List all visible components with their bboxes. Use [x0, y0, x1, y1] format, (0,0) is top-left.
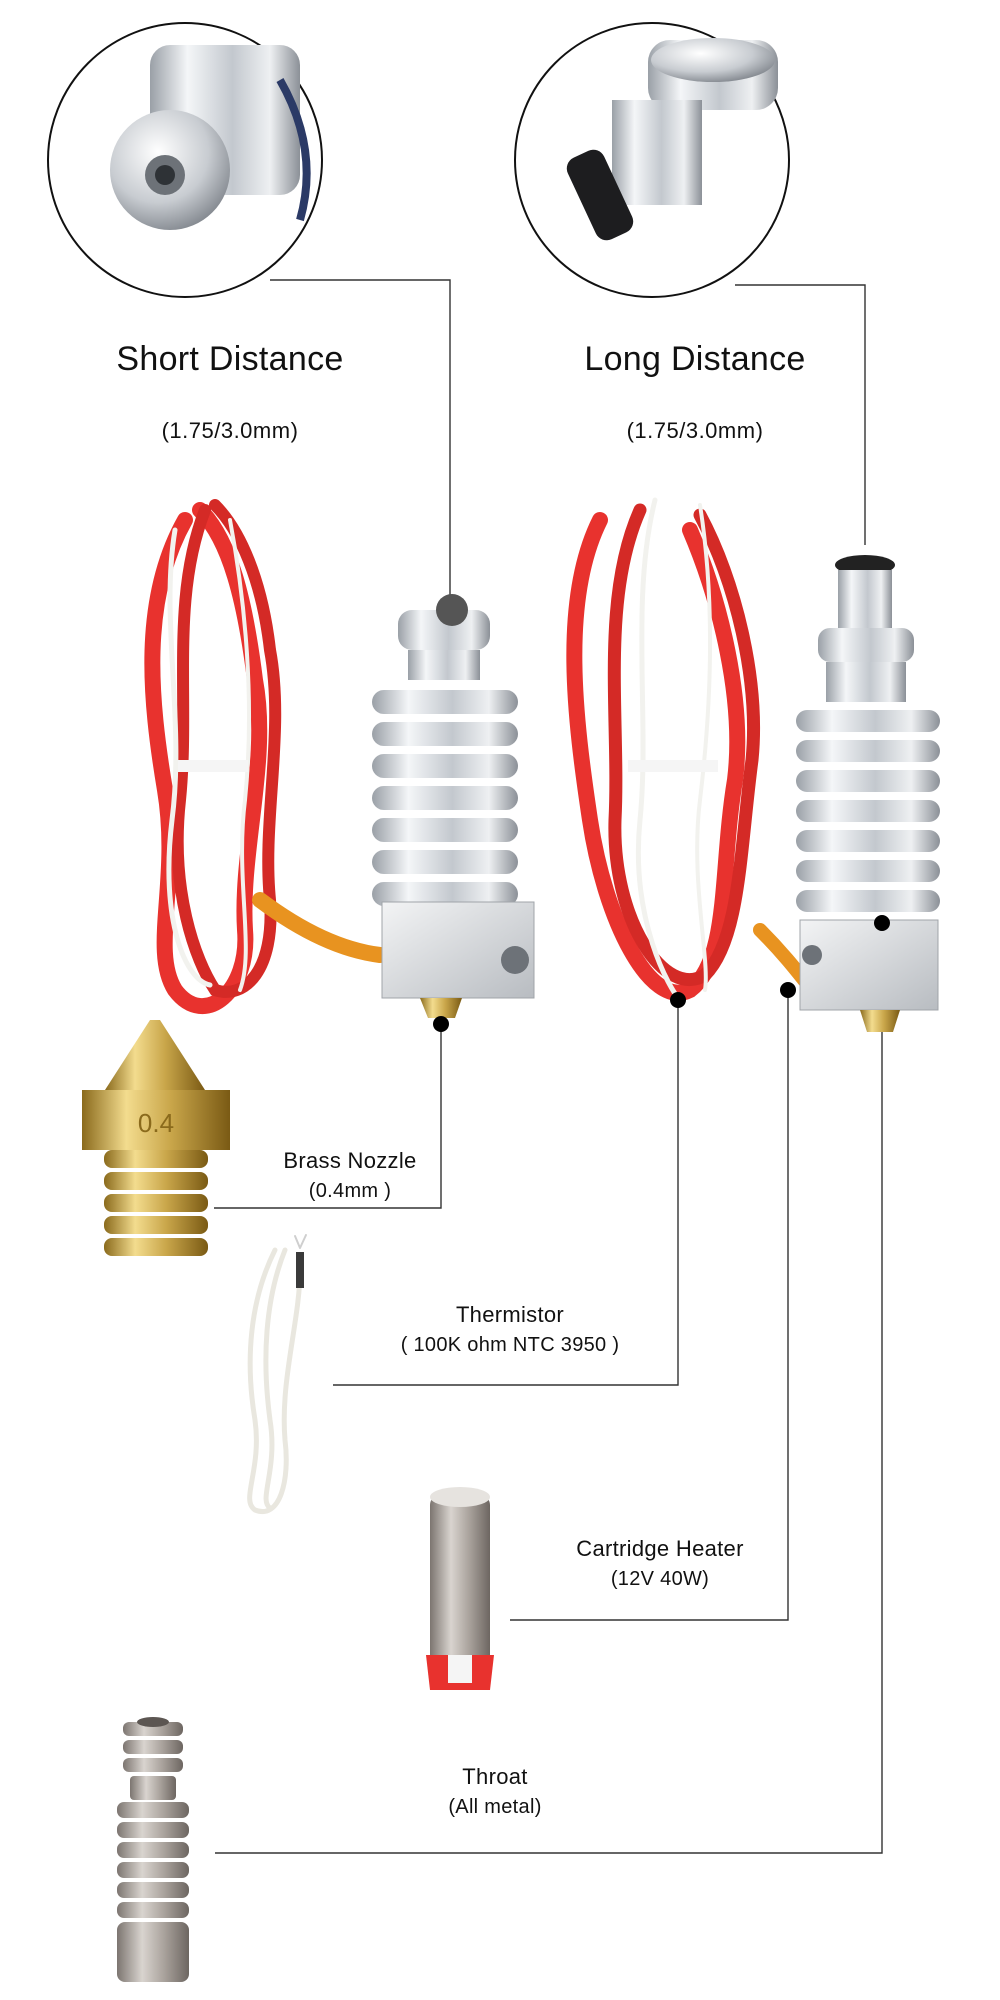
- short-distance-size: (1.75/3.0mm): [161, 418, 299, 443]
- long-distance-hotend: [670, 555, 940, 1032]
- short-distance-zoom-circle: [47, 22, 323, 298]
- brass-nozzle-spec: (0.4mm ): [308, 1180, 392, 1202]
- throat-label: Throat: [462, 1764, 528, 1789]
- thermistor-label: Thermistor: [455, 1302, 565, 1327]
- thermistor-image: [247, 1234, 307, 1515]
- short-distance-hotend: [372, 594, 535, 1032]
- long-distance-wire-coil: [566, 497, 819, 1003]
- brass-nozzle-image: 0.4: [82, 1020, 230, 1256]
- cartridge-heater-image: [426, 1487, 494, 1690]
- cartridge-heater-spec: (12V 40W): [610, 1568, 710, 1590]
- cartridge-heater-label: Cartridge Heater: [576, 1536, 744, 1561]
- thermistor-spec: ( 100K ohm NTC 3950 ): [400, 1334, 620, 1356]
- long-distance-size: (1.75/3.0mm): [626, 418, 764, 443]
- nozzle-size-marking: 0.4: [138, 1108, 174, 1138]
- short-distance-wire-coil: [144, 499, 388, 1015]
- brass-nozzle-label: Brass Nozzle: [283, 1148, 417, 1173]
- long-distance-title: Long Distance: [584, 340, 806, 378]
- leader-lines: [214, 279, 883, 1854]
- long-distance-zoom-circle: [514, 22, 790, 298]
- throat-image: [117, 1717, 189, 1982]
- throat-spec: (All metal): [448, 1796, 542, 1818]
- short-distance-title: Short Distance: [116, 340, 344, 378]
